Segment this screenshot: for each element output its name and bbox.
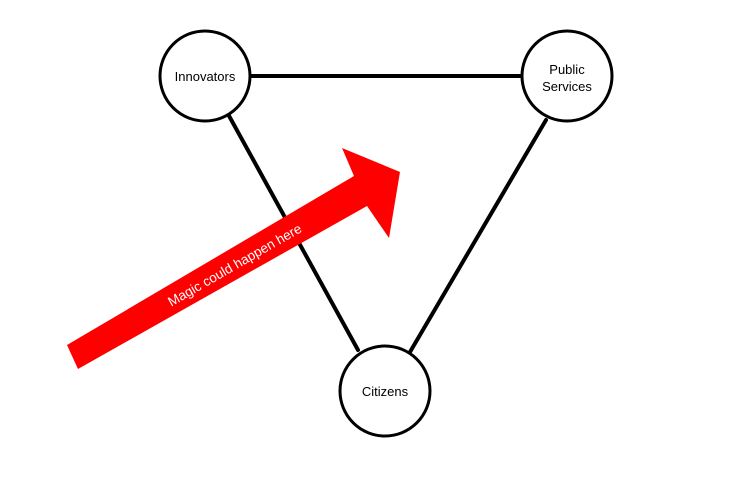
node-innovators-label: Innovators (175, 69, 236, 84)
node-innovators-circle (158, 29, 252, 123)
node-public-services-label-line1: Public (549, 62, 585, 77)
node-innovators: Innovators (158, 29, 252, 123)
magic-arrow-shape (67, 148, 400, 369)
magic-arrow-label: Magic could happen here (165, 221, 304, 310)
node-citizens-circle (338, 344, 432, 438)
node-public-services-circle (520, 29, 614, 123)
edge-public-services-citizens (408, 118, 548, 354)
node-public-services-label-line2: Services (542, 79, 592, 94)
node-public-services: Public Services (520, 29, 614, 123)
node-citizens-label: Citizens (362, 384, 409, 399)
node-citizens: Citizens (338, 344, 432, 438)
